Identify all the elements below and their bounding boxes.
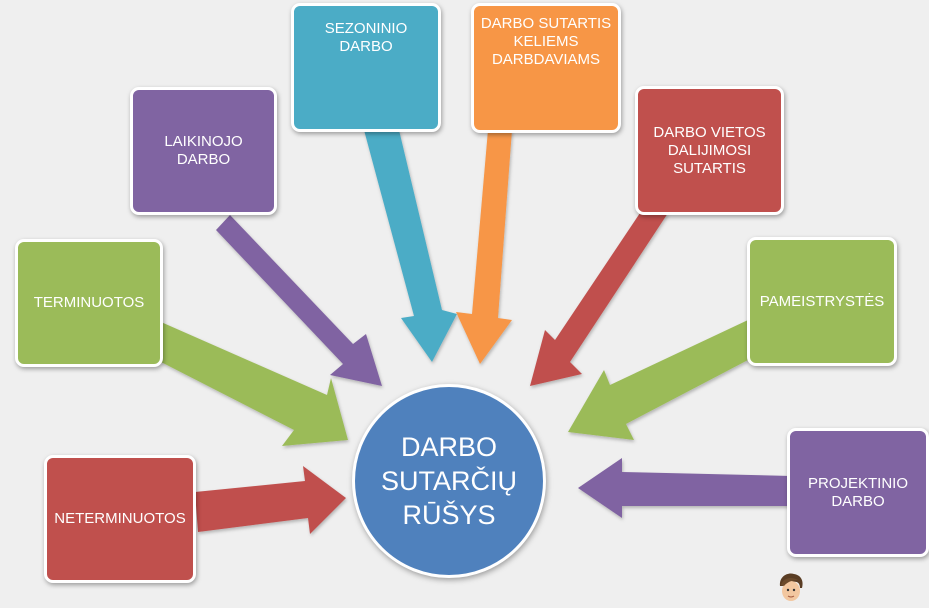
box-terminuotos: TERMINUOTOS — [15, 239, 163, 367]
box-label-darbo-sutartis-keliems: DARBO SUTARTIS KELIEMS DARBDAVIAMS — [480, 15, 612, 68]
box-label-laikinojo-darbo: LAIKINOJO DARBO — [164, 133, 243, 168]
box-laikinojo-darbo: LAIKINOJO DARBO — [130, 87, 277, 215]
box-label-darbo-vietos-dalijimosi: DARBO VIETOS DALIJIMOSI SUTARTIS — [653, 123, 766, 177]
arrow-darbo-vietos — [530, 213, 668, 386]
center-title: DARBO SUTARČIŲ RŪŠYS — [380, 432, 517, 530]
box-label-projektinio-darbo: PROJEKTINIO DARBO — [807, 474, 908, 510]
center-circle: DARBO SUTARČIŲ RŪŠYS — [352, 384, 546, 578]
arrow-darbo-sutartis — [456, 130, 512, 364]
box-label-pameistrystes: PAMEISTRYSTĖS — [759, 292, 885, 310]
box-darbo-sutartis-keliems: DARBO SUTARTIS KELIEMS DARBDAVIAMS — [471, 3, 621, 133]
box-sezoninio-darbo: SEZONINIO DARBO — [291, 3, 441, 132]
box-label-neterminuotos: NETERMINUOTOS — [54, 510, 186, 527]
arrow-terminuotos — [161, 322, 348, 446]
arrow-sezoninio — [364, 130, 457, 362]
arrow-pameistrystes — [568, 320, 748, 440]
box-label-terminuotos: TERMINUOTOS — [33, 294, 145, 311]
cartoon-person-icon — [779, 573, 803, 601]
arrow-projektinio — [578, 458, 791, 518]
box-label-sezoninio-darbo: SEZONINIO DARBO — [324, 19, 408, 55]
box-pameistrystes: PAMEISTRYSTĖS — [747, 237, 897, 366]
box-projektinio-darbo: PROJEKTINIO DARBO — [787, 428, 929, 557]
arrow-neterminuotos — [195, 466, 346, 534]
box-darbo-vietos-dalijimosi: DARBO VIETOS DALIJIMOSI SUTARTIS — [635, 86, 784, 215]
arrow-laikinojo — [216, 215, 382, 386]
box-neterminuotos: NETERMINUOTOS — [44, 455, 196, 583]
